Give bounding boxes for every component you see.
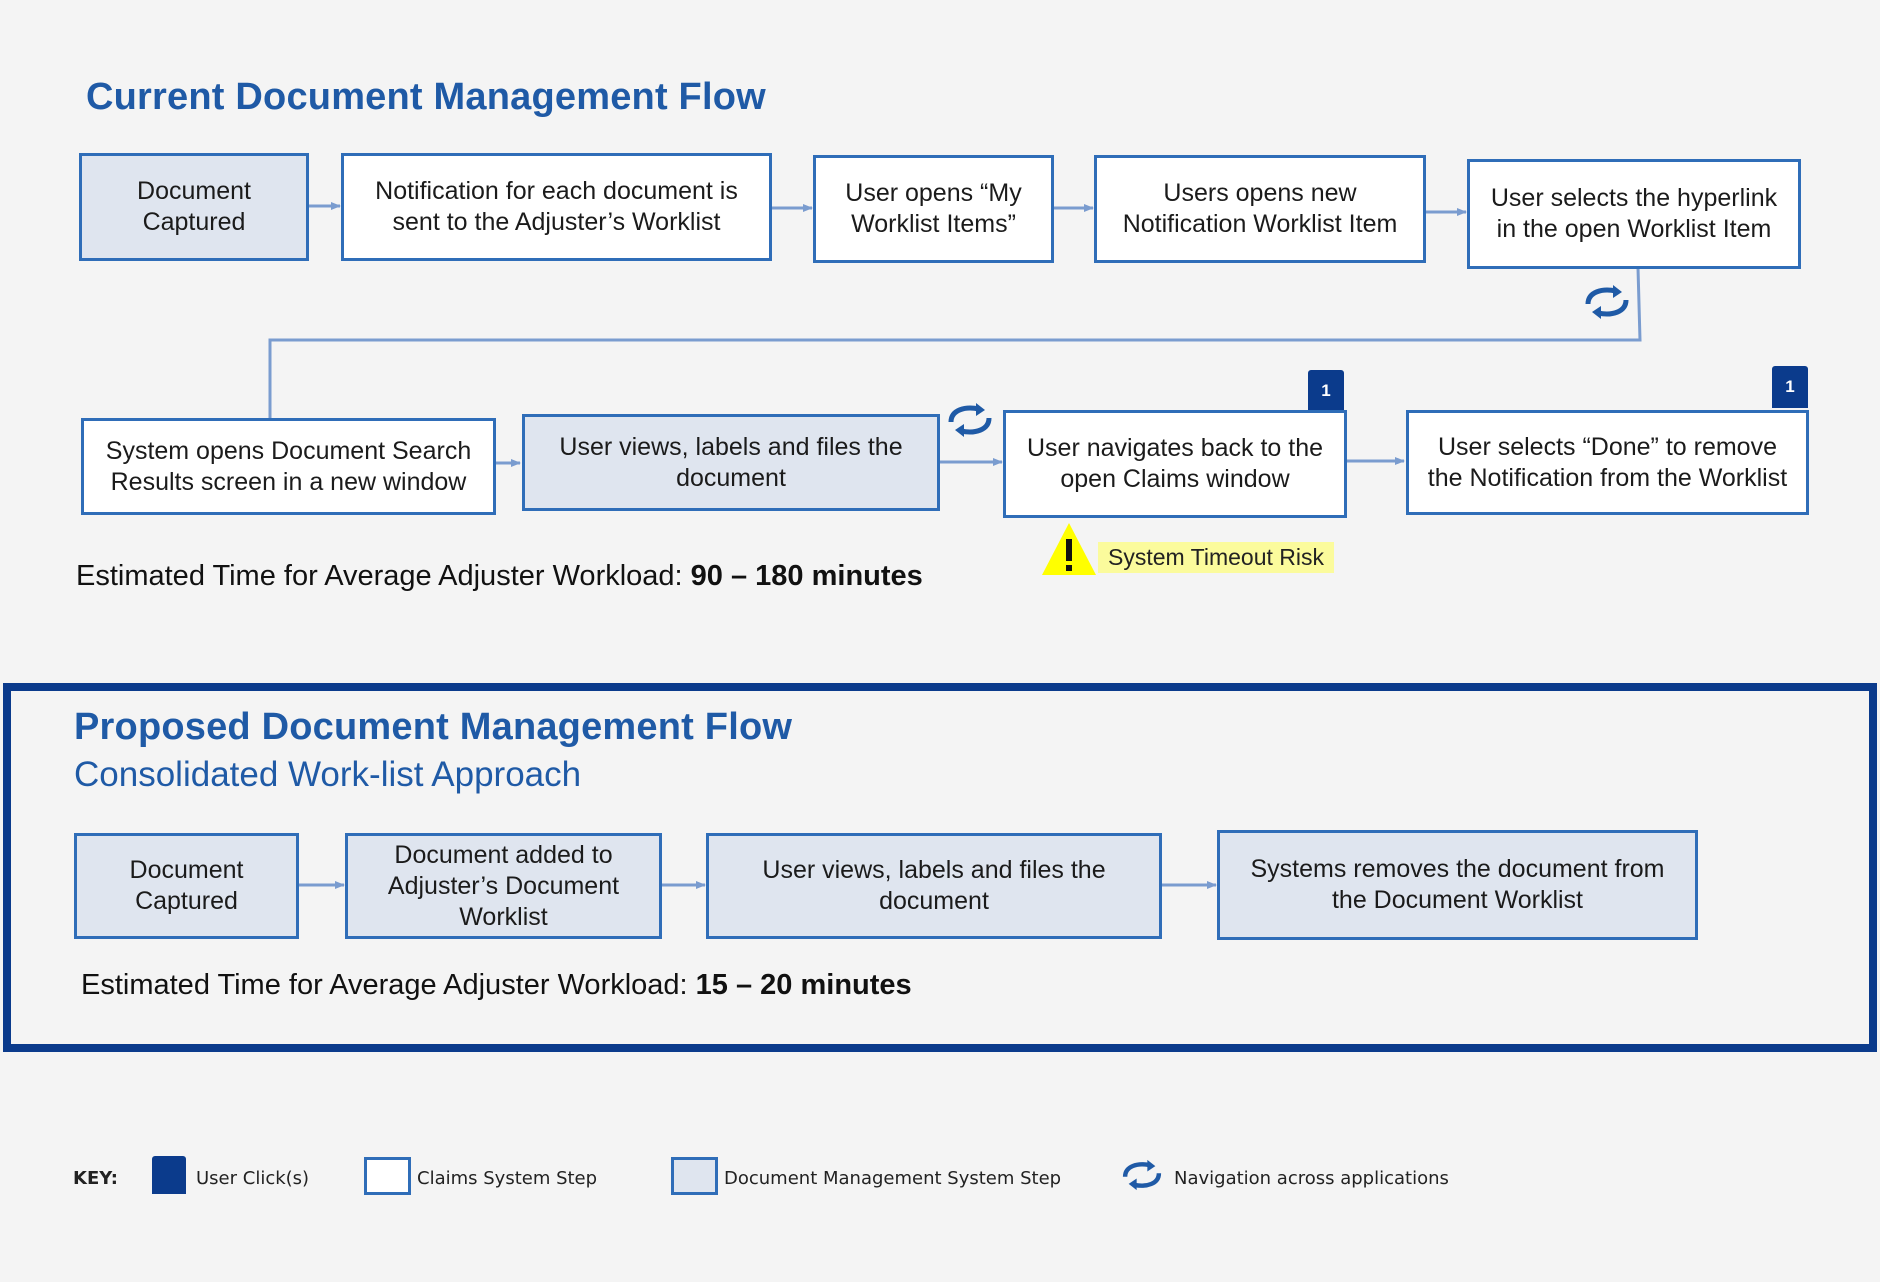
step-line: the Document Worklist xyxy=(1331,886,1583,914)
estimate-value: 15 – 20 minutes xyxy=(695,969,912,1001)
step-line: Notification Worklist Item xyxy=(1122,210,1398,238)
navigation-across-apps-icon xyxy=(948,403,992,437)
step-line: Notification for each document is xyxy=(375,177,738,205)
system-timeout-risk-label: System Timeout Risk xyxy=(1098,542,1334,573)
flow-step: User views, labels and files the document xyxy=(706,833,1162,939)
proposed-estimate: Estimated Time for Average Adjuster Work… xyxy=(81,969,912,1002)
key-claims-step: Claims System Step xyxy=(417,1168,598,1189)
step-line: Captured xyxy=(135,887,238,915)
flow-step: User selects the hyperlink in the open Wo… xyxy=(1467,159,1801,269)
step-line: User opens “My xyxy=(845,179,1022,207)
navigation-across-apps-icon xyxy=(1585,285,1629,319)
step-line: open Claims window xyxy=(1060,465,1290,493)
step-line: the Notification from the Worklist xyxy=(1427,463,1788,492)
estimate-value: 90 – 180 minutes xyxy=(690,560,923,592)
user-click-badge: 1 xyxy=(1308,370,1344,412)
step-line: Document xyxy=(137,177,251,205)
step-line: Adjuster’s Document xyxy=(387,871,620,900)
user-click-badge: 1 xyxy=(1772,366,1808,408)
step-line: User selects “Done” to remove xyxy=(1437,432,1777,461)
estimate-label: Estimated Time for Average Adjuster Work… xyxy=(81,969,696,1001)
step-line: User navigates back to the xyxy=(1027,434,1323,462)
step-line: Systems removes the document from xyxy=(1250,855,1665,883)
flow-step: User navigates back to the open Claims wi… xyxy=(1003,410,1347,518)
step-line: User views, labels and files the xyxy=(559,432,903,461)
key-navigation: Navigation across applications xyxy=(1174,1168,1449,1189)
step-line: document xyxy=(879,887,989,915)
step-line: document xyxy=(676,463,786,492)
step-line: Captured xyxy=(142,208,246,236)
key-user-click: User Click(s) xyxy=(196,1168,310,1189)
navigation-across-apps-icon xyxy=(1122,1159,1162,1191)
step-line: User views, labels and files the xyxy=(762,856,1106,884)
step-line: Document added to xyxy=(394,840,613,869)
row-wrap-connector xyxy=(268,267,1642,418)
current-flow-title: Current Document Management Flow xyxy=(86,76,766,118)
proposed-flow-subtitle: Consolidated Work-list Approach xyxy=(74,755,582,794)
step-line: Results screen in a new window xyxy=(110,467,467,496)
step-line: Worklist xyxy=(459,902,548,931)
step-line: in the open Worklist Item xyxy=(1496,215,1772,243)
step-line: Document xyxy=(129,856,244,884)
step-line: Worklist Items” xyxy=(851,210,1016,238)
step-line: sent to the Adjuster’s Worklist xyxy=(392,208,721,236)
key-dms-step: Document Management System Step xyxy=(724,1168,1062,1189)
key-label: KEY: xyxy=(73,1168,118,1189)
user-click-swatch xyxy=(152,1156,186,1194)
flow-step: Systems removes the document from the Doc… xyxy=(1217,830,1698,940)
step-line: User selects the hyperlink xyxy=(1490,184,1778,212)
flow-step: Notification for each document is sent to… xyxy=(341,153,772,261)
warning-triangle-icon xyxy=(1042,523,1096,575)
current-estimate: Estimated Time for Average Adjuster Work… xyxy=(76,560,923,593)
dms-step-swatch xyxy=(671,1157,718,1195)
proposed-flow-title: Proposed Document Management Flow xyxy=(74,706,793,748)
step-line: System opens Document Search xyxy=(105,436,472,465)
step-line: Users opens new xyxy=(1163,179,1357,207)
estimate-label: Estimated Time for Average Adjuster Work… xyxy=(76,560,691,592)
claims-step-swatch xyxy=(364,1157,411,1195)
